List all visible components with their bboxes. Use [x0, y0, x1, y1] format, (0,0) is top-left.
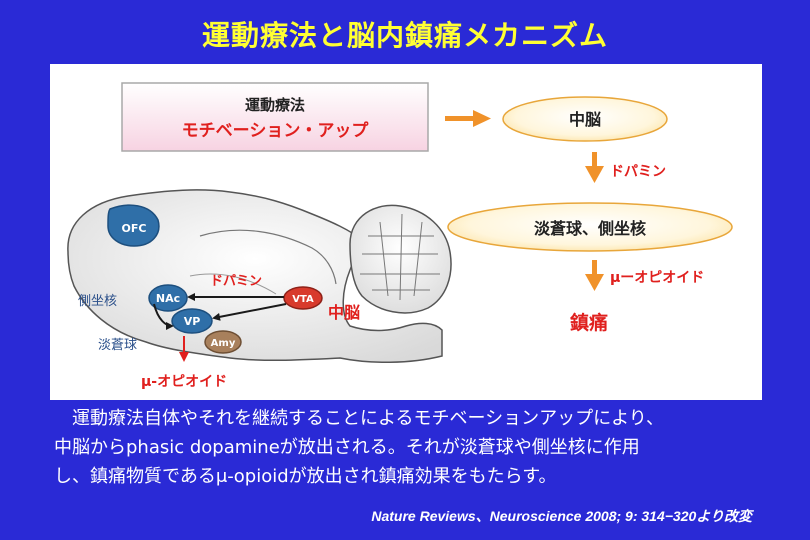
- midbrain-oval: [502, 96, 668, 142]
- brain-pallidum-jp-label: 淡蒼球: [98, 338, 137, 353]
- vta-label: VTA: [292, 294, 314, 305]
- page-title: 運動療法と脳内鎮痛メカニズム: [201, 19, 608, 52]
- description-text: 運動療法自体やそれを継続することによるモチベーションアップにより、 中脳からph…: [54, 404, 784, 491]
- flow-dopamine-label: ドパミン: [610, 164, 666, 180]
- brain-opioid-label: μ-オピオイド: [141, 374, 227, 390]
- vp-label: VP: [184, 315, 201, 328]
- nac-to-vp-arrow: [153, 303, 174, 330]
- amy-label: Amy: [211, 338, 236, 349]
- brain-nac-jp-label: 側坐核: [78, 294, 117, 309]
- orange-arrow-down-dopamine: [585, 152, 604, 183]
- motivation-up-label: モチベーション・アップ: [182, 120, 370, 141]
- vp-region: [171, 308, 213, 334]
- brain-illustration: OFC NAc VP Amy VTA: [67, 189, 452, 364]
- exercise-therapy-label: 運動療法: [245, 96, 305, 114]
- description-line-2: 中脳からphasic dopamineが放出される。それが淡蒼球や側坐核に作用: [54, 437, 640, 458]
- nac-label: NAc: [156, 292, 180, 305]
- flow-opioid-label: μーオピオイド: [610, 270, 704, 286]
- midbrain-oval-label: 中脳: [569, 110, 601, 129]
- analgesia-label: 鎮痛: [570, 311, 608, 334]
- description-line-3: し、鎮痛物質であるμ-opioidが放出され鎮痛効果をもたらす。: [54, 466, 557, 487]
- ofc-region: [107, 204, 160, 247]
- motivation-box: [121, 82, 429, 152]
- citation: Nature Reviews、Neuroscience 2008; 9: 314…: [371, 508, 752, 524]
- ventricle-line: [199, 229, 337, 285]
- nuclei-oval: [447, 202, 733, 252]
- brain-dopamine-label: ドパミン: [210, 274, 262, 289]
- vta-to-vp-arrow: [212, 303, 287, 321]
- cerebellum-folia: [360, 213, 440, 301]
- orange-arrow-down-opioid: [585, 260, 604, 291]
- description-line-1: 運動療法自体やそれを継続することによるモチベーションアップにより、: [72, 408, 665, 429]
- diagram-panel: 運動療法 モチベーション・アップ 中脳 ドパミン 淡蒼球、側坐核 μーオピオイド…: [50, 64, 762, 400]
- nuclei-oval-label: 淡蒼球、側坐核: [534, 219, 646, 238]
- corpus-line: [189, 273, 277, 295]
- ofc-label: OFC: [122, 222, 147, 235]
- brain-midbrain-label: 中脳: [328, 303, 360, 322]
- diagram-svg: 運動療法 モチベーション・アップ 中脳 ドパミン 淡蒼球、側坐核 μーオピオイド…: [67, 82, 733, 390]
- amy-region: [204, 330, 242, 354]
- orange-arrow-right: [445, 110, 491, 127]
